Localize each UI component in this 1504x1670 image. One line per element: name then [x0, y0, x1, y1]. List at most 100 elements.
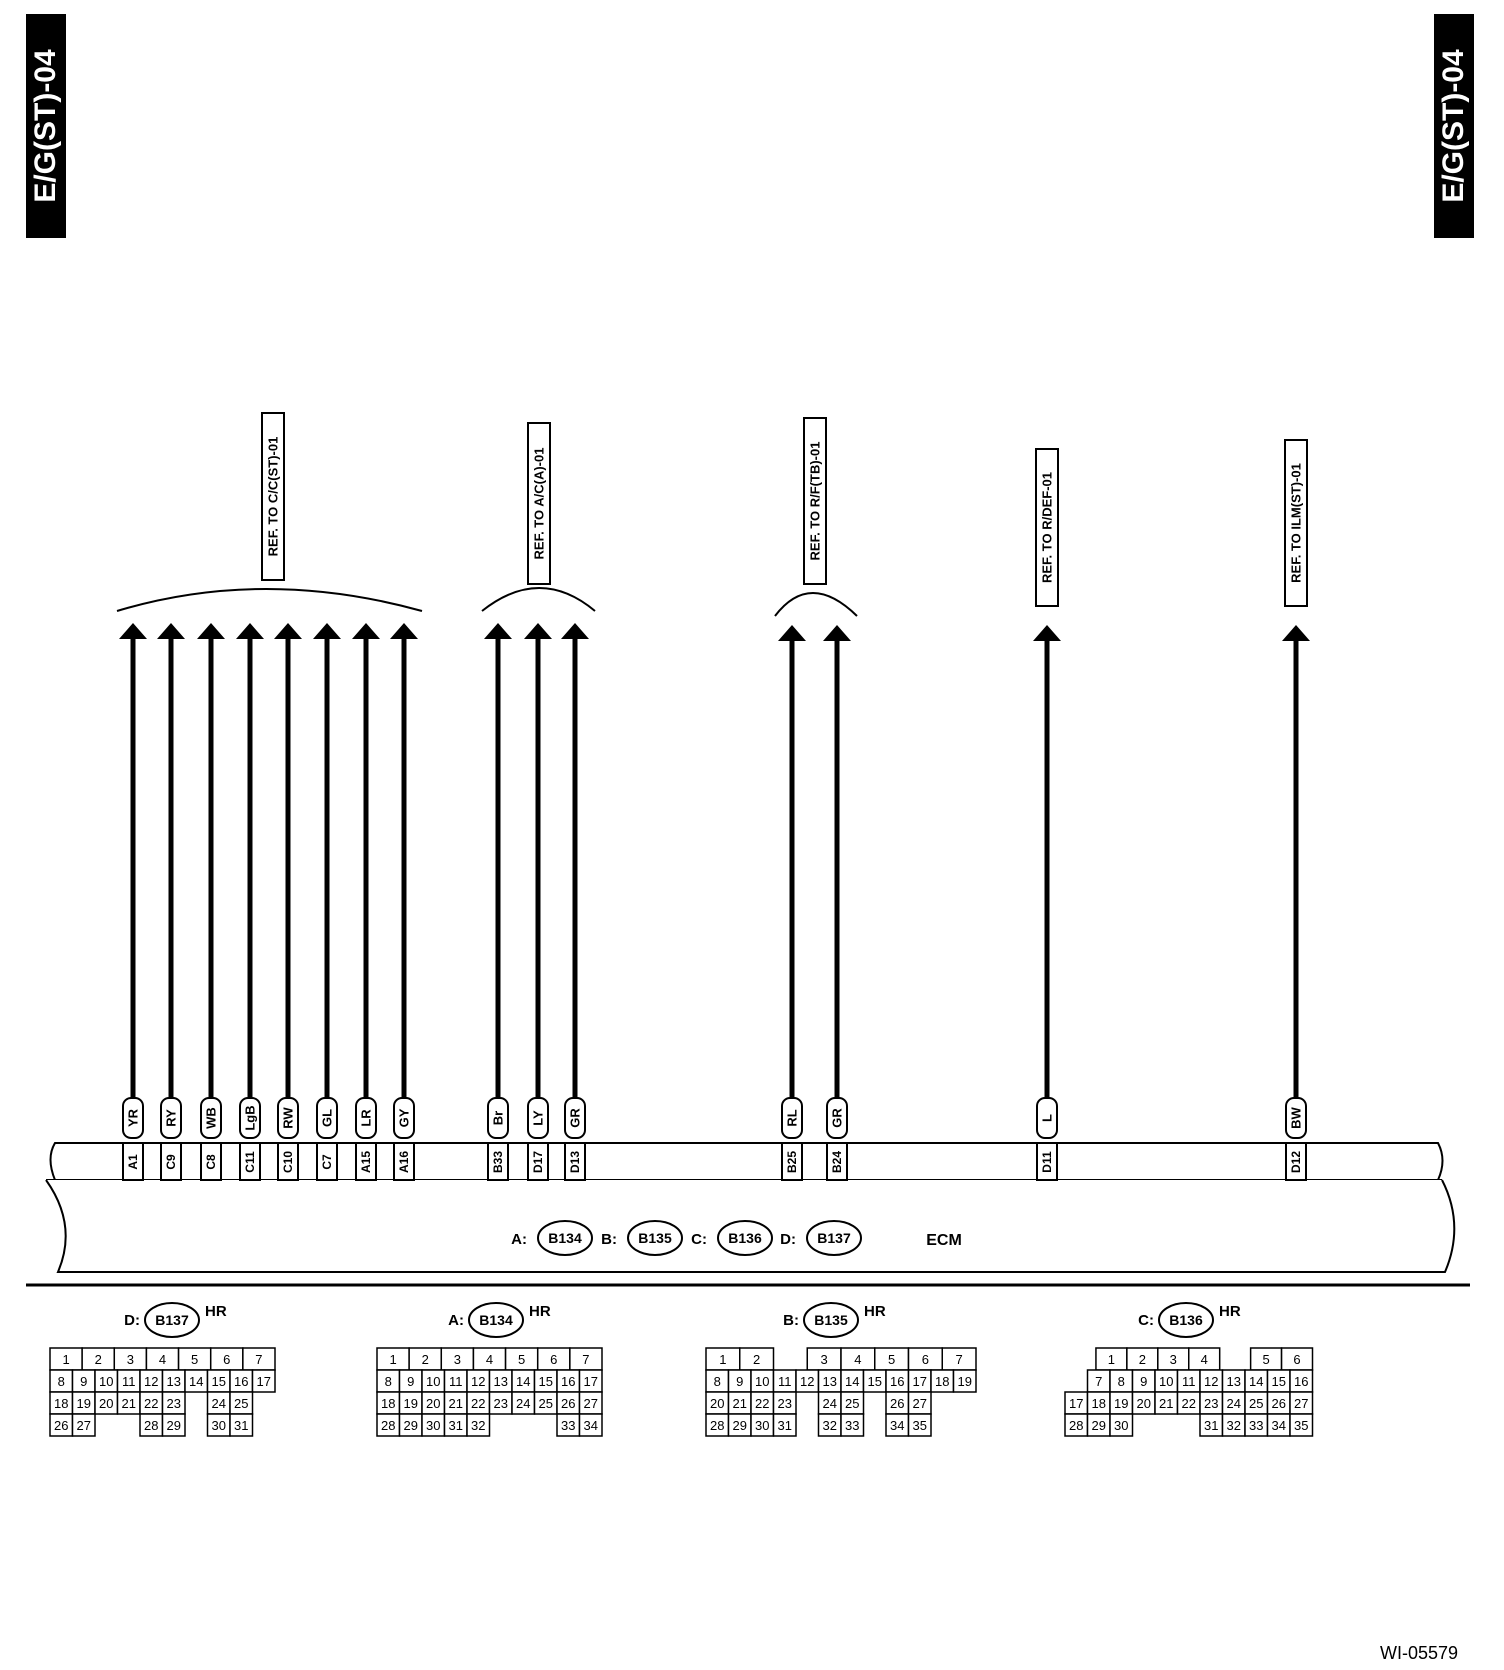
pin-number: 19	[958, 1374, 972, 1389]
section-tag-left: E/G(ST)-04	[26, 14, 66, 238]
ecm-connector-id: B137	[817, 1230, 851, 1246]
pin-number: 10	[99, 1374, 113, 1389]
pin-number: 33	[561, 1418, 575, 1433]
pin-number: 14	[1249, 1374, 1263, 1389]
pin-number: 9	[80, 1374, 87, 1389]
connector-view-letter: D:	[124, 1312, 140, 1329]
wire-color-box	[826, 1097, 848, 1139]
pin-number: 3	[1170, 1352, 1177, 1367]
pin-number: 5	[888, 1352, 895, 1367]
pin-box	[160, 1142, 182, 1181]
pin-number: 21	[733, 1396, 747, 1411]
pin-box	[1285, 1142, 1307, 1181]
wire-arrow	[561, 623, 589, 639]
pin-label: C11	[243, 1151, 257, 1173]
pin-cell	[840, 1413, 865, 1437]
pin-cell	[466, 1413, 491, 1437]
pin-label: B24	[830, 1151, 844, 1173]
reference-label-box	[527, 422, 551, 585]
pin-number: 33	[1249, 1418, 1263, 1433]
pin-number: 29	[404, 1418, 418, 1433]
pin-number: 10	[1159, 1374, 1173, 1389]
pin-number: 8	[58, 1374, 65, 1389]
wire-color-box	[1036, 1097, 1058, 1139]
ecm-connector-letter: D:	[780, 1231, 796, 1248]
pin-number: 11	[449, 1374, 463, 1389]
section-tag-right: E/G(ST)-04	[1434, 14, 1474, 238]
pin-label: C7	[320, 1154, 334, 1170]
ecm-connector-letter: B:	[601, 1231, 617, 1248]
pin-number: 31	[778, 1418, 792, 1433]
pin-number: 20	[1137, 1396, 1151, 1411]
pin-number: 1	[389, 1352, 396, 1367]
pin-cell	[578, 1413, 603, 1437]
pin-number: 2	[422, 1352, 429, 1367]
connector-view-suffix: HR	[864, 1303, 886, 1320]
pin-number: 8	[385, 1374, 392, 1389]
pin-number: 28	[710, 1418, 724, 1433]
reference-arc-group-0	[116, 588, 423, 612]
wire-color-box	[160, 1097, 182, 1139]
pin-number: 3	[127, 1352, 134, 1367]
pin-number: 24	[823, 1396, 837, 1411]
pin-number: 27	[1294, 1396, 1308, 1411]
connector-view-id: B137	[155, 1312, 189, 1328]
pin-number: 22	[471, 1396, 485, 1411]
pin-number: 14	[845, 1374, 859, 1389]
wire-arrow	[778, 625, 806, 641]
ecm-connector-oval	[627, 1220, 683, 1256]
reference-arc-group-2	[774, 592, 858, 617]
connector-view-oval	[803, 1302, 859, 1338]
pin-number: 3	[454, 1352, 461, 1367]
wire-arrow	[157, 623, 185, 639]
wire-color-box	[200, 1097, 222, 1139]
ecm-connector-oval	[717, 1220, 773, 1256]
figure-code: WI-05579	[1379, 1643, 1458, 1663]
wire-color-label: LR	[359, 1109, 374, 1127]
pin-number: 1	[62, 1352, 69, 1367]
pin-cell	[1289, 1413, 1314, 1437]
pin-number: 18	[935, 1374, 949, 1389]
pin-number: 2	[1139, 1352, 1146, 1367]
ecm-connector-tag: A:B134	[511, 1220, 593, 1256]
ecm-connector-id: B136	[728, 1230, 762, 1246]
pin-number: 24	[516, 1396, 530, 1411]
wire-color-box	[239, 1097, 261, 1139]
pin-number: 9	[407, 1374, 414, 1389]
pin-number: 28	[144, 1418, 158, 1433]
wire-color-label: Br	[491, 1111, 506, 1125]
pin-label: B25	[785, 1151, 799, 1173]
pin-number: 10	[426, 1374, 440, 1389]
connector-view-id: B134	[479, 1312, 513, 1328]
pin-number: 31	[1204, 1418, 1218, 1433]
pin-number: 21	[122, 1396, 136, 1411]
connector-view-suffix: HR	[205, 1303, 227, 1320]
pin-number: 1	[719, 1352, 726, 1367]
pin-box	[781, 1142, 803, 1181]
reference-label-text: REF. TO C/C(ST)-01	[266, 437, 281, 557]
pin-number: 6	[550, 1352, 557, 1367]
wire-arrow	[390, 623, 418, 639]
wire-arrow	[313, 623, 341, 639]
pin-number: 20	[710, 1396, 724, 1411]
ecm-connector-tag: C:B136	[691, 1220, 773, 1256]
pin-number: 32	[823, 1418, 837, 1433]
wire-color-label: RY	[164, 1109, 179, 1127]
pin-number: 4	[1201, 1352, 1208, 1367]
pin-number: 34	[1272, 1418, 1286, 1433]
wires: YRA1RYC9WBC8LgBC11RWC10GLC7LRA15GYA16BrB…	[119, 623, 1310, 1181]
pin-number: 19	[404, 1396, 418, 1411]
wire-color-box	[1285, 1097, 1307, 1139]
pin-number: 1	[1108, 1352, 1115, 1367]
pin-box	[355, 1142, 377, 1181]
pin-number: 25	[845, 1396, 859, 1411]
pin-number: 16	[1294, 1374, 1308, 1389]
wire-arrow	[823, 625, 851, 641]
